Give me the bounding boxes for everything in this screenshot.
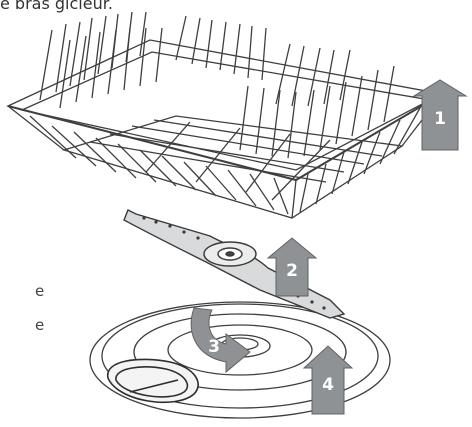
step-2-label: 2 (286, 261, 298, 281)
step-3-label: 3 (208, 337, 220, 357)
step-4-label: 4 (322, 375, 334, 395)
step-1-label: 1 (434, 109, 446, 129)
cutlery-basket (8, 12, 442, 218)
